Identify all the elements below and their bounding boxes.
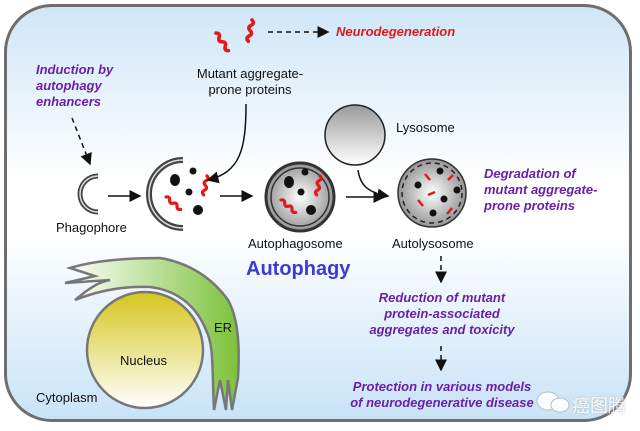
induction-line3: enhancers: [36, 94, 102, 109]
reduction-line3: aggregates and toxicity: [369, 322, 515, 337]
degradation-label: Degradation of mutant aggregate- prone p…: [484, 166, 597, 214]
mutant-proteins-line1: Mutant aggregate-: [196, 66, 304, 81]
mutant-protein-icon: [212, 17, 256, 54]
degradation-line1: Degradation of: [484, 166, 576, 181]
lysosome-label: Lysosome: [396, 120, 455, 135]
cytoplasm-label: Cytoplasm: [36, 390, 98, 405]
watermark-icon: [536, 391, 570, 413]
er-label: ER: [214, 320, 233, 335]
engulfing-phagophore-icon: [146, 157, 211, 231]
arrow-proteins-to-phagophore: [206, 103, 247, 184]
nucleus-label: Nucleus: [120, 353, 167, 368]
autophagosome-label: Autophagosome: [248, 236, 343, 251]
autophagosome-icon: [264, 161, 336, 233]
mutant-proteins-line2: prone proteins: [208, 82, 292, 97]
induction-label: Induction by autophagy enhancers: [36, 62, 113, 110]
protection-label: Protection in various models of neurodeg…: [324, 379, 560, 411]
arrow-induction: [71, 117, 92, 166]
reduction-line2: protein-associated: [384, 306, 500, 321]
neurodegeneration-label: Neurodegeneration: [336, 24, 456, 39]
watermark-text: 癌图腾: [572, 396, 626, 416]
autophagy-title: Autophagy: [246, 258, 351, 280]
mutant-proteins-label: Mutant aggregate- prone proteins: [182, 66, 318, 98]
induction-line1: Induction by: [36, 62, 114, 77]
induction-line2: autophagy: [36, 78, 102, 93]
reduction-label: Reduction of mutant protein-associated a…: [350, 290, 534, 338]
er-icon: [64, 256, 240, 411]
degradation-line3: prone proteins: [484, 198, 576, 213]
reduction-line1: Reduction of mutant: [378, 290, 506, 305]
phagophore-label: Phagophore: [56, 220, 127, 235]
protection-line1: Protection in various models: [352, 379, 532, 394]
phagophore-icon: [77, 173, 99, 215]
nucleus-icon: [85, 290, 205, 410]
autolysosome-label: Autolysosome: [392, 236, 474, 251]
lysosome-icon: [324, 104, 386, 166]
protection-line2: of neurodegenerative disease: [350, 395, 534, 410]
degradation-line2: mutant aggregate-: [484, 182, 598, 197]
autolysosome-icon: [397, 158, 467, 228]
